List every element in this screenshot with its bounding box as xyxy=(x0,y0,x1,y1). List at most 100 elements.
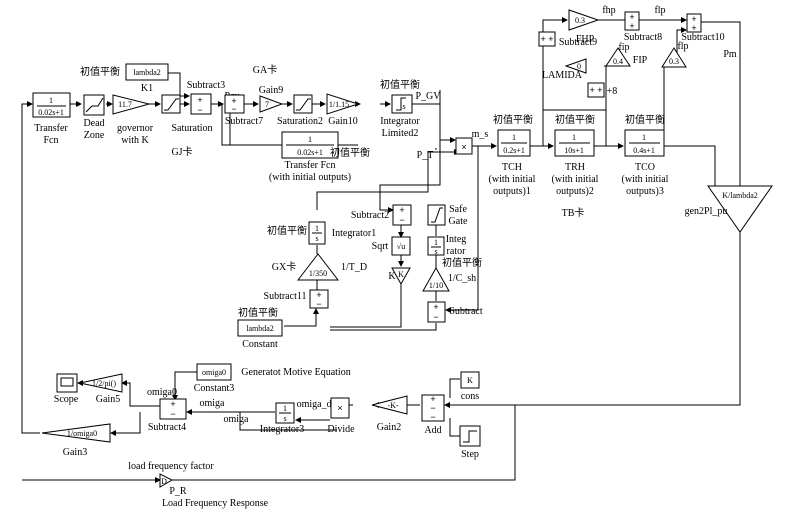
scope-name: Scope xyxy=(54,394,79,405)
gain10-value: 1/1.15 xyxy=(329,100,349,109)
step-name: Step xyxy=(461,449,479,460)
step-block[interactable] xyxy=(459,425,481,447)
lamida-value: 0 xyxy=(577,62,581,71)
svg-text:+: + xyxy=(629,21,634,31)
lamida-gain-block[interactable]: 0 xyxy=(564,58,587,74)
svg-text:1: 1 xyxy=(283,404,287,413)
gain2-block[interactable]: -K- xyxy=(371,395,408,415)
gen2pl-gain-block[interactable]: K/lambda2 xyxy=(707,185,773,233)
omiga-label: omiga xyxy=(200,398,226,409)
fhp-gain-block[interactable]: 0.3 xyxy=(568,9,600,31)
sum8-label: +8 xyxy=(607,86,618,97)
subtract7-block[interactable]: + − xyxy=(224,94,245,114)
subtract10-block[interactable]: + + xyxy=(686,13,702,33)
flp-gain-block[interactable]: 0.3 xyxy=(661,47,687,68)
divide-name: Divide xyxy=(327,424,355,435)
gain9-block[interactable]: 7 xyxy=(259,95,284,113)
svg-text:−: − xyxy=(231,104,236,114)
subtract4-name: Subtract4 xyxy=(148,422,186,433)
subtract9-block[interactable]: + + xyxy=(538,31,556,47)
subtract11-block[interactable]: + − xyxy=(309,289,329,309)
divide-block[interactable]: × xyxy=(330,397,350,419)
dead-zone-block[interactable] xyxy=(83,94,105,116)
tf2-init-label: 初值平衡 xyxy=(330,146,370,159)
safe-gate-block[interactable] xyxy=(427,204,446,226)
gain2-name: Gain2 xyxy=(377,422,401,433)
lamida-name: LAMIDA xyxy=(542,70,583,81)
integrator1-block[interactable]: 1 s xyxy=(308,221,326,245)
csh-value: 1/10 xyxy=(429,281,443,290)
td-name: 1/T_D xyxy=(341,262,367,273)
fip-gain-block[interactable]: 0.4 xyxy=(605,47,631,67)
k-sqrt-gain-block[interactable]: K xyxy=(391,267,411,286)
trh-init-label: 初值平衡 xyxy=(555,113,595,126)
td-gain-block[interactable]: 1/350 xyxy=(296,253,340,281)
cons-block[interactable]: K xyxy=(460,371,480,389)
csh-gain-block[interactable]: 1/10 xyxy=(422,266,450,292)
sum8-block[interactable]: + + xyxy=(587,82,605,98)
constant3-block[interactable]: omiga0 xyxy=(196,363,232,381)
gain10-block[interactable]: 1/1.15 xyxy=(326,93,360,115)
svg-text:−: − xyxy=(433,312,438,322)
scope-block[interactable] xyxy=(56,373,78,393)
tf1-name2: Fcn xyxy=(44,135,59,146)
subtract-block[interactable]: + − xyxy=(427,301,446,323)
transfer-fcn-initial-block[interactable]: 1 0.02s+1 xyxy=(281,131,339,159)
gain3-block[interactable]: 1/omiga0 xyxy=(41,423,111,443)
tco-block[interactable]: 1 0.4s+1 xyxy=(624,129,665,157)
pr-gain-block[interactable]: D xyxy=(159,473,174,488)
tch-name: TCH xyxy=(502,162,522,173)
svg-text:s: s xyxy=(283,414,286,423)
saturation2-block[interactable] xyxy=(293,94,313,114)
subtract8-block[interactable]: + + xyxy=(624,11,640,31)
transfer-fcn-block[interactable]: 1 0.02s+1 xyxy=(32,92,71,118)
fhp-name: FHP xyxy=(576,34,595,45)
subtract2-block[interactable]: + − xyxy=(392,204,412,226)
sqrt-block[interactable]: √u xyxy=(391,236,411,256)
governor-name2: with K xyxy=(121,135,149,146)
tf2-name: Transfer Fcn xyxy=(284,160,335,171)
governor-gain-block[interactable]: 11.7 xyxy=(112,94,151,115)
integrator-block[interactable]: 1 s xyxy=(427,236,445,256)
tb-card-label: TB卡 xyxy=(562,206,585,219)
k1-name: K1 xyxy=(141,83,153,94)
governor-value: 11.7 xyxy=(118,100,132,109)
integrator1-name: Integrator1 xyxy=(332,228,376,239)
gain5-name: Gain5 xyxy=(96,394,120,405)
trh-name: TRH xyxy=(565,162,585,173)
integrator-limited2-block[interactable]: s xyxy=(391,94,413,114)
pm-label: Pm xyxy=(723,49,737,60)
constant-block[interactable]: lambda2 xyxy=(237,319,283,337)
tch-block[interactable]: 1 0.2s+1 xyxy=(497,129,531,157)
add-block[interactable]: + − − xyxy=(421,394,445,422)
deadzone-name2: Zone xyxy=(84,130,105,141)
tch-init-label: 初值平衡 xyxy=(493,113,533,126)
governor-name: governor xyxy=(117,123,154,134)
gen2pl-name: gen2Pl_pu xyxy=(685,206,728,217)
integrator3-block[interactable]: 1 s xyxy=(275,402,295,424)
pgv-label: P_GV xyxy=(415,91,441,102)
subtract3-block[interactable]: + − xyxy=(190,93,212,115)
svg-text:+: + xyxy=(691,23,696,33)
subtract3-name: Subtract3 xyxy=(187,80,225,91)
k1-constant-block[interactable]: lambda2 xyxy=(125,63,169,81)
k1-init-label: 初值平衡 xyxy=(80,65,120,78)
gain2-value: -K- xyxy=(387,401,398,410)
gme-label: Generatot Motive Equation xyxy=(241,367,350,378)
add-name: Add xyxy=(424,425,441,436)
k-sqrt-value: K xyxy=(398,270,404,279)
integrator3-name: Integrator3 xyxy=(260,424,304,435)
deadzone-name: Dead xyxy=(83,118,104,129)
saturation-block[interactable] xyxy=(161,94,181,114)
gain5-block[interactable]: 1/2/pi() xyxy=(79,373,123,393)
k1-value: lambda2 xyxy=(133,68,161,77)
product-block[interactable]: × xyxy=(455,137,473,155)
subtract7-name: Subtract7 xyxy=(225,116,263,127)
trh-block[interactable]: 1 10s+1 xyxy=(554,129,595,157)
svg-text:1: 1 xyxy=(434,238,438,247)
subtract8-name: Subtract8 xyxy=(624,32,662,43)
svg-text:+: + xyxy=(691,14,696,24)
fip-value: 0.4 xyxy=(613,57,623,66)
cons-value: K xyxy=(467,376,473,385)
subtract4-block[interactable]: + − xyxy=(159,398,187,420)
